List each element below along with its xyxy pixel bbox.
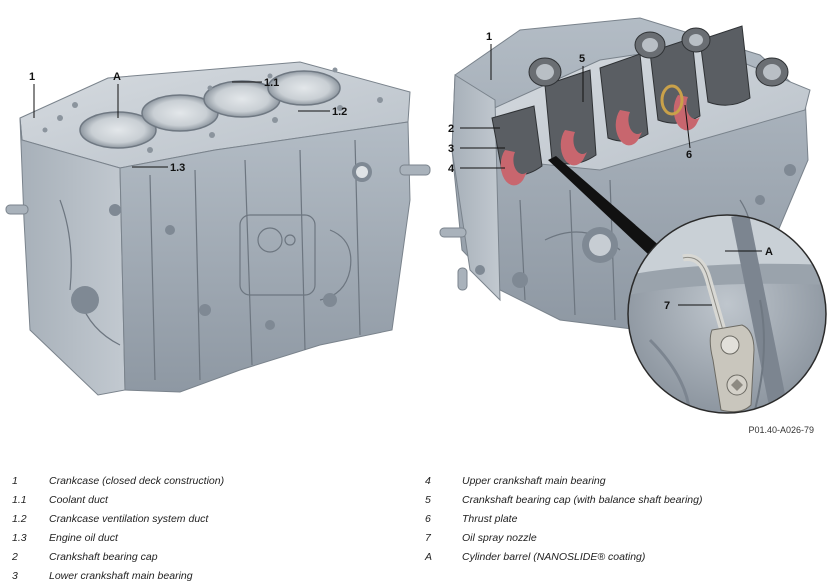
legend-key: 7 xyxy=(425,531,431,544)
detail-pointer xyxy=(548,156,662,256)
callout-1-1: 1.1 xyxy=(264,77,279,89)
cylinder-bore-4 xyxy=(267,70,341,106)
legend-item: 3 Lower crankshaft main bearing xyxy=(12,566,412,585)
legend-text: Coolant duct xyxy=(49,493,108,506)
legend-left: 1 Crankcase (closed deck construction) 1.… xyxy=(12,471,412,585)
legend-text: Engine oil duct xyxy=(49,531,118,544)
legend-key: 1.2 xyxy=(12,512,27,525)
legend-text: Crankcase ventilation system duct xyxy=(49,512,209,525)
legend-item: 6 Thrust plate xyxy=(425,509,815,528)
callout-a-inset: A xyxy=(765,246,773,258)
callout-1-2: 1.2 xyxy=(332,106,347,118)
legend-text: Lower crankshaft main bearing xyxy=(49,569,193,582)
legend-item: 7 Oil spray nozzle xyxy=(425,528,815,547)
callout-a-left: A xyxy=(113,71,121,83)
engine-block-illustration: 1 A 1.1 1.2 1.3 xyxy=(5,17,827,414)
callout-1-right: 1 xyxy=(486,31,492,43)
figure-reference-code: P01.40-A026-79 xyxy=(748,425,814,435)
legend-key: 2 xyxy=(12,550,18,563)
legend-text: Crankshaft bearing cap xyxy=(49,550,158,563)
legend-text: Cylinder barrel (NANOSLIDE® coating) xyxy=(462,550,646,563)
legend-key: 6 xyxy=(425,512,431,525)
oil-spray-nozzle-detail xyxy=(627,214,827,414)
legend-key: 3 xyxy=(12,569,18,582)
legend-item: 1.1 Coolant duct xyxy=(12,490,412,509)
legend-key: 1.3 xyxy=(12,531,27,544)
legend-text: Crankcase (closed deck construction) xyxy=(49,474,225,487)
legend-text: Oil spray nozzle xyxy=(462,531,537,544)
legend-key: 5 xyxy=(425,493,431,506)
legend-right: 4 Upper crankshaft main bearing 5 Cranksha… xyxy=(425,471,815,566)
legend-key: 1 xyxy=(12,474,18,487)
callout-5: 5 xyxy=(579,53,585,65)
callout-7: 7 xyxy=(664,300,670,312)
legend-text: Thrust plate xyxy=(462,512,518,525)
legend-key: 4 xyxy=(425,474,431,487)
callout-4: 4 xyxy=(448,163,455,175)
legend-text: Upper crankshaft main bearing xyxy=(462,474,606,487)
legend-item: 2 Crankshaft bearing cap xyxy=(12,547,412,566)
legend-key: A xyxy=(425,550,433,563)
legend-item: 1.3 Engine oil duct xyxy=(12,528,412,547)
left-crankcase-view xyxy=(5,61,431,396)
callout-1-3: 1.3 xyxy=(170,162,185,174)
legend-item: 1.2 Crankcase ventilation system duct xyxy=(12,509,412,528)
legend-item: 1 Crankcase (closed deck construction) xyxy=(12,471,412,490)
legend-item: 4 Upper crankshaft main bearing xyxy=(425,471,815,490)
callout-3: 3 xyxy=(448,143,454,155)
legend-item: A Cylinder barrel (NANOSLIDE® coating) xyxy=(425,547,815,566)
legend-text: Crankshaft bearing cap (with balance sha… xyxy=(462,493,703,506)
bearing-cap-group xyxy=(491,25,789,186)
callout-6: 6 xyxy=(686,149,692,161)
callout-2: 2 xyxy=(448,123,454,135)
legend-item: 5 Crankshaft bearing cap (with balance sh… xyxy=(425,490,815,509)
thrust-plate xyxy=(660,84,684,116)
callout-1-left: 1 xyxy=(29,71,35,83)
legend-key: 1.1 xyxy=(12,493,27,506)
